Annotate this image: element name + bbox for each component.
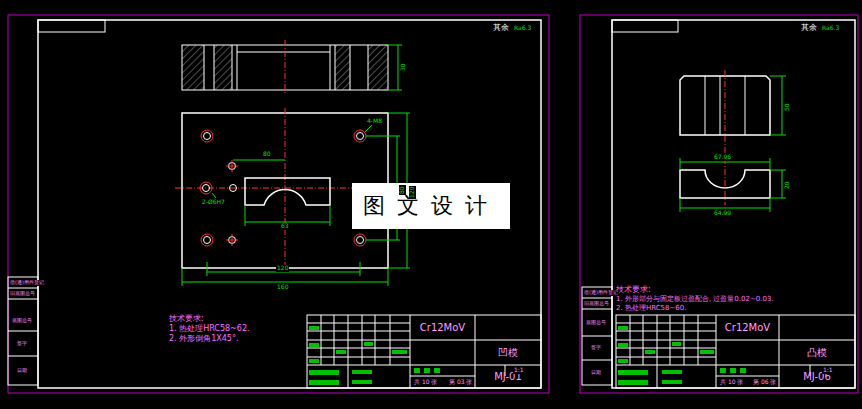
margin-label: 借(通)用件登记	[583, 290, 619, 296]
dimension: 30	[400, 62, 407, 72]
scale-value: 1:1	[513, 367, 525, 374]
dimension: 80	[262, 151, 272, 158]
tech-note-heading: 技术要求:	[615, 286, 652, 295]
dimension: 63	[280, 223, 290, 230]
margin-strip	[582, 287, 612, 385]
tech-note: 2. 热处理HRC58~60.	[615, 305, 687, 313]
sheet-number: 第 03 张	[448, 379, 473, 386]
margin-label: 签字	[590, 345, 602, 351]
margin-label: 签字	[16, 341, 28, 347]
tech-note: 1. 外形部分与固定板过盈配合, 过盈量0.02~0.03.	[615, 296, 775, 304]
drawing-number-cell: MJ-06	[780, 366, 854, 387]
node-text: Cr12MoV	[725, 322, 770, 333]
title-block	[307, 315, 541, 388]
sheet-count: 共 10 张	[413, 379, 438, 386]
material-cell: Cr12MoV	[717, 316, 778, 339]
tech-note-heading: 技术要求:	[168, 315, 205, 324]
margin-label: 日期	[590, 370, 602, 376]
margin-label: 旧底图总号	[583, 301, 610, 307]
node-text: 凹模	[498, 347, 518, 358]
margin-strip	[8, 277, 38, 385]
margin-label: 底图总号	[11, 318, 33, 324]
dimension: 50	[784, 102, 791, 112]
node-text: Cr12MoV	[420, 322, 465, 333]
title-block	[616, 315, 855, 388]
frame-tab	[38, 20, 105, 32]
node-text: 凸模	[807, 347, 827, 358]
margin-label: 借(通)用件登记	[9, 280, 45, 286]
margin-label: 旧底图总号	[9, 291, 36, 297]
material-cell: Cr12MoV	[411, 316, 474, 339]
sheet-number: 第 06 张	[752, 379, 777, 386]
sheet-trim	[8, 15, 549, 393]
part-name-cell: 凸模	[780, 341, 854, 364]
sheet-trim	[580, 15, 858, 393]
dimension: 67.96	[713, 154, 732, 161]
dimension: 120	[276, 265, 289, 272]
title-fill	[309, 326, 440, 385]
tech-note: 1. 热处理HRC58~62.	[168, 325, 251, 334]
node-text: 图文设计	[363, 194, 499, 218]
scale-value: 1:1	[822, 367, 834, 374]
dimension: 160	[276, 284, 289, 291]
margin-label: 底图总号	[585, 320, 607, 326]
roughness-value: Ra6.3	[513, 25, 532, 32]
dimension: 120	[409, 186, 416, 199]
tech-note: 2. 外形倒角1X45°.	[168, 335, 239, 344]
section-view	[182, 40, 402, 95]
sheet-frame	[612, 20, 855, 388]
part-name-cell: 凹模	[476, 341, 540, 364]
frame-tab	[612, 20, 678, 32]
drawing-number-cell: MJ-01	[476, 366, 540, 387]
dimension: 64.99	[713, 210, 732, 217]
roughness-note: 其余	[492, 24, 510, 33]
watermark-box: 图文设计	[352, 183, 510, 229]
hole-callout: 2-Ø6H7	[201, 199, 226, 206]
dimension: 20	[784, 180, 791, 190]
sheet-count: 共 10 张	[719, 379, 744, 386]
sheet-frame	[38, 20, 541, 388]
punch-views	[680, 70, 786, 212]
title-fill	[618, 326, 746, 385]
roughness-note: 其余	[800, 24, 818, 33]
margin-label: 日期	[16, 368, 28, 374]
dimension: 80	[399, 185, 406, 195]
hole-callout: 4-M8	[366, 118, 383, 125]
roughness-value: Ra6.3	[821, 25, 840, 32]
